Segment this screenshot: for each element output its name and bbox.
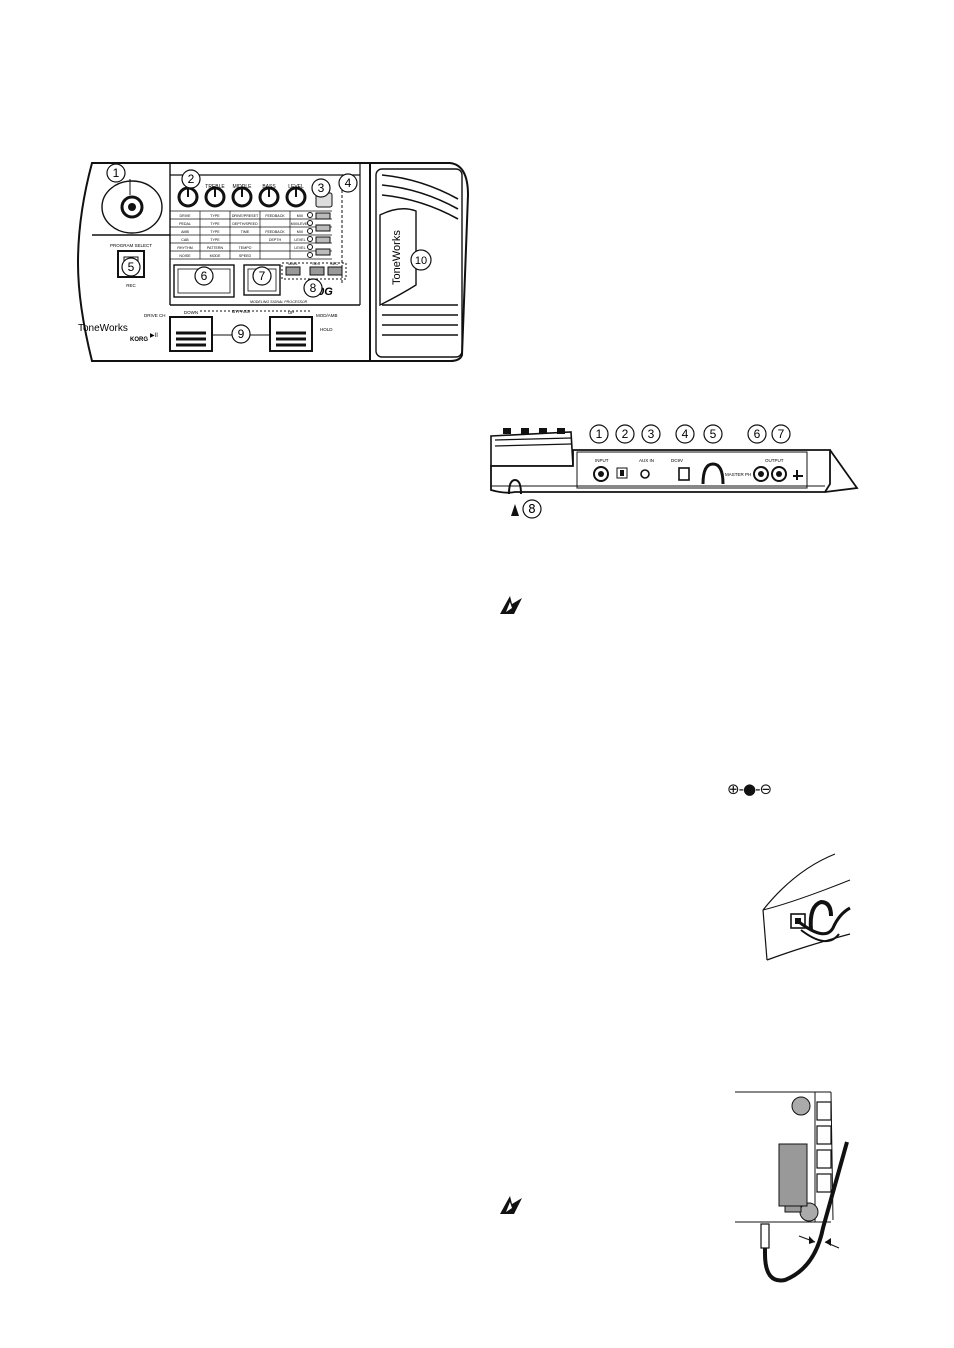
callout-number: 2 bbox=[622, 427, 629, 441]
jack-label: INPUT bbox=[595, 458, 609, 463]
grid-cell: TYPE bbox=[210, 238, 220, 242]
callout-number: 7 bbox=[778, 427, 785, 441]
program-select-label: PROGRAM SELECT bbox=[110, 243, 152, 248]
callout-number: 1 bbox=[113, 166, 120, 180]
down-label: DOWN bbox=[184, 310, 198, 315]
callout-number: 4 bbox=[682, 427, 689, 441]
grid-cell: MIX/LEVEL bbox=[291, 222, 310, 226]
grid-cell: MIX bbox=[297, 214, 304, 218]
callout-number: 1 bbox=[596, 427, 603, 441]
grid-cell: DEPTH bbox=[269, 238, 282, 242]
grid-cell: PATTERN bbox=[207, 246, 224, 250]
callout-number: 10 bbox=[415, 255, 427, 267]
grid-cell: DRIVE/PRESET bbox=[232, 214, 259, 218]
grid-cell: MODE bbox=[210, 254, 221, 258]
jack-label: DC9V bbox=[671, 458, 683, 463]
callout-number: 9 bbox=[238, 327, 245, 341]
grid-cell: TYPE bbox=[210, 214, 220, 218]
knob-label: LEVEL bbox=[288, 184, 304, 190]
grid-cell: DEPTH/SPEED bbox=[232, 222, 258, 226]
cable-hook-illustration bbox=[762, 853, 851, 961]
rec-label: REC bbox=[126, 283, 136, 288]
jack-label: OUTPUT bbox=[765, 458, 784, 463]
mod-amb-label: MOD/AMB bbox=[316, 313, 338, 318]
grid-cell: SPEED bbox=[239, 254, 252, 258]
callout-number: 3 bbox=[318, 181, 325, 195]
caution-icon bbox=[500, 596, 522, 614]
knob-label: MIDDLE bbox=[233, 184, 253, 190]
knob-label: TREBLE bbox=[205, 184, 225, 190]
bypass-label: BYPASS bbox=[232, 309, 250, 314]
jack-label: AUX IN bbox=[639, 458, 654, 463]
jack-label: MASTER PH bbox=[725, 472, 751, 477]
callout-number: 8 bbox=[528, 502, 536, 516]
tempo-label: SEC bbox=[330, 261, 338, 266]
grid-cell: LEVEL bbox=[294, 246, 305, 250]
grid-cell: PEDAL bbox=[179, 222, 191, 226]
processor-label: MODELING SIGNAL PROCESSOR bbox=[250, 300, 308, 304]
callout-number: 5 bbox=[710, 427, 717, 441]
grid-cell: NOISE bbox=[179, 254, 191, 258]
callout-number: 3 bbox=[648, 427, 655, 441]
grid-cell: RHYTHM bbox=[177, 246, 192, 250]
grid-cell: TEMPO bbox=[239, 246, 252, 250]
callout-number: 6 bbox=[754, 427, 761, 441]
bottom-panel-illustration bbox=[735, 1091, 849, 1283]
grid-cell: TYPE bbox=[210, 222, 220, 226]
grid-cell: AMB bbox=[181, 230, 189, 234]
top-panel-diagram: TREBLE MIDDLE BASS LEVEL DRIVE TYPE DRIV… bbox=[76, 162, 470, 362]
rear-panel-diagram: INPUT AUX IN DC9V MASTER PH OUTPUT bbox=[490, 428, 859, 516]
brand-sub-label: KORG bbox=[130, 337, 148, 343]
up-label: UP bbox=[288, 310, 294, 315]
callout-number: 6 bbox=[201, 269, 208, 283]
pedal-brand: ToneWorks bbox=[391, 230, 403, 285]
caution-icon bbox=[500, 1196, 522, 1214]
grid-cell: FEEDBACK bbox=[265, 230, 285, 234]
polarity-symbol: ⊕-●-⊖ bbox=[727, 780, 772, 798]
callout-number: 8 bbox=[310, 281, 317, 295]
grid-cell: TYPE bbox=[210, 230, 220, 234]
callout-number: 5 bbox=[128, 260, 135, 274]
grid-cell: FEEDBACK bbox=[265, 214, 285, 218]
tempo-label: SEC bbox=[312, 261, 320, 266]
hold-label: HOLD bbox=[320, 327, 333, 332]
drive-ch-label: DRIVE CH bbox=[144, 313, 166, 318]
callout-number: 4 bbox=[345, 176, 352, 190]
play-symbol: ▶II bbox=[150, 333, 158, 339]
callout-number: 7 bbox=[259, 269, 266, 283]
brand-label: ToneWorks bbox=[78, 323, 128, 334]
grid-cell: MIX bbox=[297, 230, 304, 234]
grid-cell: DRIVE bbox=[180, 214, 192, 218]
callout-number: 2 bbox=[188, 172, 195, 186]
tempo-label: MAN. bbox=[288, 261, 298, 266]
grid-cell: CAB bbox=[181, 238, 189, 242]
grid-cell: TIME bbox=[241, 230, 250, 234]
grid-cell: LEVEL bbox=[294, 238, 305, 242]
rear-callouts: 1 2 3 4 5 6 7 bbox=[589, 424, 791, 444]
knob-label: BASS bbox=[262, 184, 276, 190]
rear-callout-8: 8 bbox=[522, 499, 542, 519]
